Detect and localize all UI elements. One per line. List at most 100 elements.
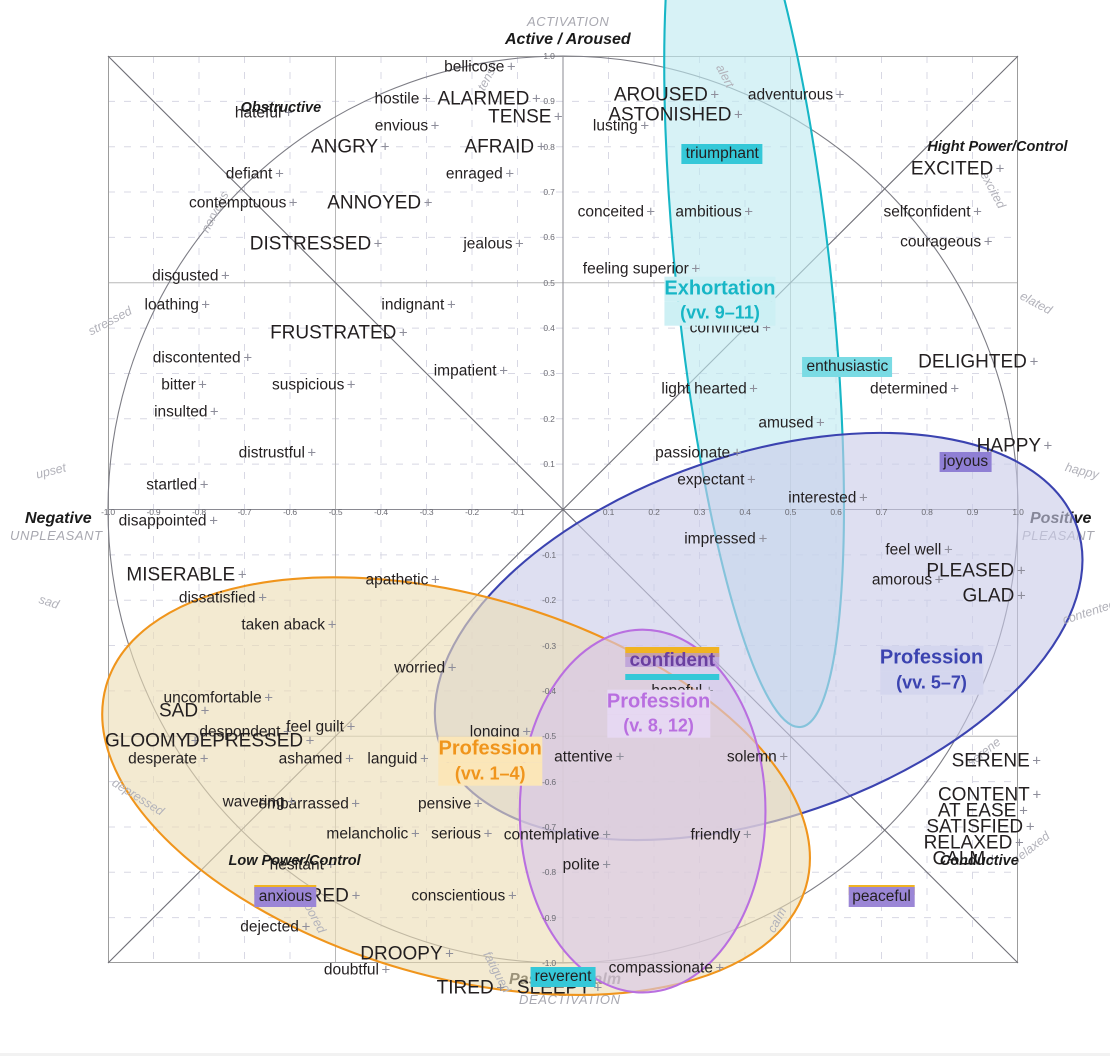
- y-tick: 0.9: [543, 96, 555, 107]
- y-tick: 0.2: [543, 413, 555, 424]
- region-caption: Profession(v. 8, 12): [606, 689, 711, 738]
- deactivation-sublabel: DEACTIVATION: [519, 992, 621, 1007]
- y-tick: -0.9: [542, 912, 556, 923]
- plus-marker-icon: +: [258, 589, 268, 607]
- plus-marker-icon: +: [326, 856, 336, 874]
- plus-marker-icon: +: [430, 117, 440, 135]
- y-tick: -0.3: [542, 640, 556, 651]
- emotion-term: loathing: [144, 296, 199, 314]
- y-tick: -0.1: [542, 549, 556, 560]
- emotion-term: attentive: [554, 747, 613, 765]
- plus-marker-icon: +: [983, 233, 993, 251]
- plus-marker-icon: +: [287, 793, 296, 811]
- plus-marker-icon: +: [602, 856, 612, 874]
- emotion-term: discontented: [152, 348, 241, 366]
- emotion-term: conscientious: [411, 887, 506, 905]
- emotion-term: HAPPY: [976, 435, 1042, 457]
- highlight-band-purple: [625, 653, 719, 668]
- x-tick: 0.8: [921, 506, 933, 517]
- plus-marker-icon: +: [1017, 587, 1026, 605]
- plus-marker-icon: +: [301, 918, 311, 936]
- emotion-term: PLEASED: [926, 560, 1015, 582]
- x-tick: 0.1: [602, 506, 615, 517]
- x-tick: -0.8: [192, 506, 206, 517]
- emotion-term: passionate: [655, 444, 731, 462]
- emotion-term: light hearted: [661, 380, 747, 398]
- emotion-term: insulted: [154, 403, 208, 421]
- plus-marker-icon: +: [496, 979, 506, 997]
- plus-marker-icon: +: [237, 566, 247, 584]
- plus-marker-icon: +: [758, 530, 768, 548]
- emotion-term: defiant: [225, 165, 273, 183]
- unpleasant-sublabel: UNPLEASANT: [10, 528, 103, 543]
- plus-marker-icon: +: [345, 750, 354, 768]
- circumplex-word: sad: [37, 592, 61, 613]
- highlighted-term: joyous: [939, 451, 993, 472]
- emotion-term: friendly: [690, 826, 741, 844]
- y-tick: -1.0: [542, 958, 556, 968]
- y-tick: 0.4: [543, 323, 555, 334]
- x-tick: -0.4: [374, 506, 388, 517]
- x-tick: -0.2: [465, 506, 479, 517]
- emotion-term: hesitant: [269, 856, 324, 874]
- plus-marker-icon: +: [473, 795, 483, 813]
- plus-marker-icon: +: [499, 362, 509, 380]
- emotion-term: feel well: [885, 541, 942, 559]
- plus-marker-icon: +: [283, 723, 292, 741]
- emotion-term: polite: [562, 855, 600, 873]
- emotion-term: taken aback: [241, 616, 325, 634]
- emotion-term: enraged: [445, 165, 503, 183]
- emotion-term: disappointed: [118, 512, 207, 530]
- emotion-term: ALARMED: [437, 88, 530, 110]
- region-name: Exhortation: [664, 276, 776, 303]
- plus-marker-icon: +: [995, 160, 1005, 178]
- plus-marker-icon: +: [431, 571, 440, 589]
- plus-marker-icon: +: [553, 108, 563, 126]
- plus-marker-icon: +: [602, 826, 612, 844]
- emotion-term: ashamed: [278, 750, 343, 768]
- emotion-term: determined: [870, 380, 948, 398]
- emotion-term: SERENE: [951, 750, 1030, 772]
- emotion-term: DELIGHTED: [918, 351, 1027, 373]
- plus-marker-icon: +: [264, 689, 274, 707]
- activation-sublabel: ACTIVATION: [527, 14, 610, 29]
- plus-marker-icon: +: [243, 349, 253, 367]
- emotion-term: ANNOYED: [327, 192, 422, 214]
- emotion-term: TENSE: [488, 106, 552, 128]
- plus-marker-icon: +: [934, 571, 944, 589]
- plus-marker-icon: +: [199, 750, 209, 768]
- emotion-term: AROUSED: [613, 84, 708, 106]
- highlighted-term: peaceful: [848, 885, 915, 908]
- emotion-term: suspicious: [272, 376, 345, 394]
- plus-marker-icon: +: [275, 165, 284, 183]
- plus-marker-icon: +: [1025, 818, 1035, 836]
- plus-marker-icon: +: [950, 380, 960, 398]
- plus-marker-icon: +: [710, 86, 720, 104]
- x-tick: -0.3: [419, 506, 434, 517]
- emotion-term: FRUSTRATED: [270, 322, 397, 344]
- emotion-term: expectant: [677, 471, 745, 489]
- emotion-term: hateful: [234, 103, 282, 121]
- emotion-term: DEPRESSED: [185, 730, 304, 752]
- emotion-term: selfconfident: [883, 203, 971, 221]
- plus-marker-icon: +: [816, 414, 825, 432]
- highlight-band-orange: [254, 885, 317, 896]
- highlighted-term: triumphant: [681, 143, 763, 164]
- plus-marker-icon: +: [744, 203, 753, 221]
- y-tick: 0.1: [543, 459, 555, 470]
- y-tick: 1.0: [543, 51, 555, 61]
- emotion-term: contemplative: [503, 826, 600, 844]
- plus-marker-icon: +: [743, 826, 752, 844]
- region-name: Profession: [879, 646, 984, 672]
- y-tick: -0.2: [542, 595, 556, 606]
- plus-marker-icon: +: [531, 90, 541, 108]
- plus-marker-icon: +: [1032, 786, 1042, 804]
- x-tick: 0.5: [784, 506, 797, 517]
- plus-marker-icon: +: [351, 795, 361, 813]
- x-tick: -0.6: [283, 506, 297, 517]
- emotion-term: solemn: [726, 747, 777, 765]
- plus-marker-icon: +: [327, 616, 337, 634]
- y-tick: 0.3: [543, 368, 555, 379]
- plus-marker-icon: +: [734, 106, 743, 124]
